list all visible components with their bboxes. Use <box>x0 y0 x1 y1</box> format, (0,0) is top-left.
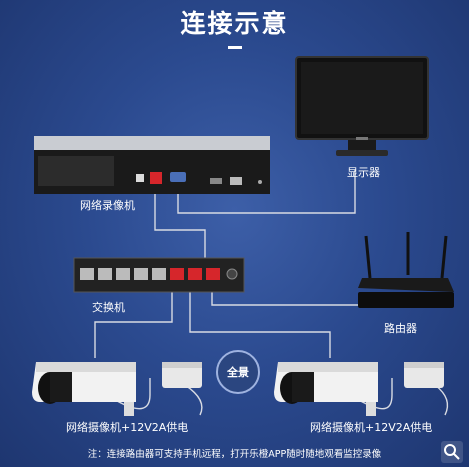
nvr-monitor-cable <box>177 170 356 214</box>
zoom-icon[interactable] <box>441 441 463 463</box>
cables <box>94 170 449 416</box>
switch-right-camera-cable <box>189 290 331 358</box>
nvr-label: 网络录像机 <box>80 199 135 212</box>
left-camera <box>32 362 136 416</box>
monitor <box>295 56 429 156</box>
left-power-supply <box>162 362 202 388</box>
right-power-supply <box>404 362 444 388</box>
switch-left-camera-cable <box>94 290 173 358</box>
router-device <box>358 232 454 308</box>
router-label: 路由器 <box>384 322 417 335</box>
switch-device <box>73 257 245 293</box>
left-power-cable <box>111 378 151 410</box>
switch-label: 交换机 <box>92 301 125 314</box>
switch-router-cable <box>211 290 360 306</box>
camera-left-label: 网络摄像机+12V2A供电 <box>66 421 189 434</box>
title-underline <box>228 46 242 49</box>
page-title: 连接示意 <box>180 9 289 38</box>
footnote: 注：连接路由器可支持手机远程，打开乐橙APP随时随地观看监控录像 <box>87 449 382 460</box>
monitor-label: 显示器 <box>347 166 380 179</box>
nvr-switch-cable <box>154 190 206 268</box>
nvr-device <box>34 136 270 194</box>
panorama-badge: 全景 <box>216 350 260 394</box>
right-power-cable <box>354 378 393 410</box>
camera-right-label: 网络摄像机+12V2A供电 <box>310 421 433 434</box>
right-camera <box>274 362 378 416</box>
